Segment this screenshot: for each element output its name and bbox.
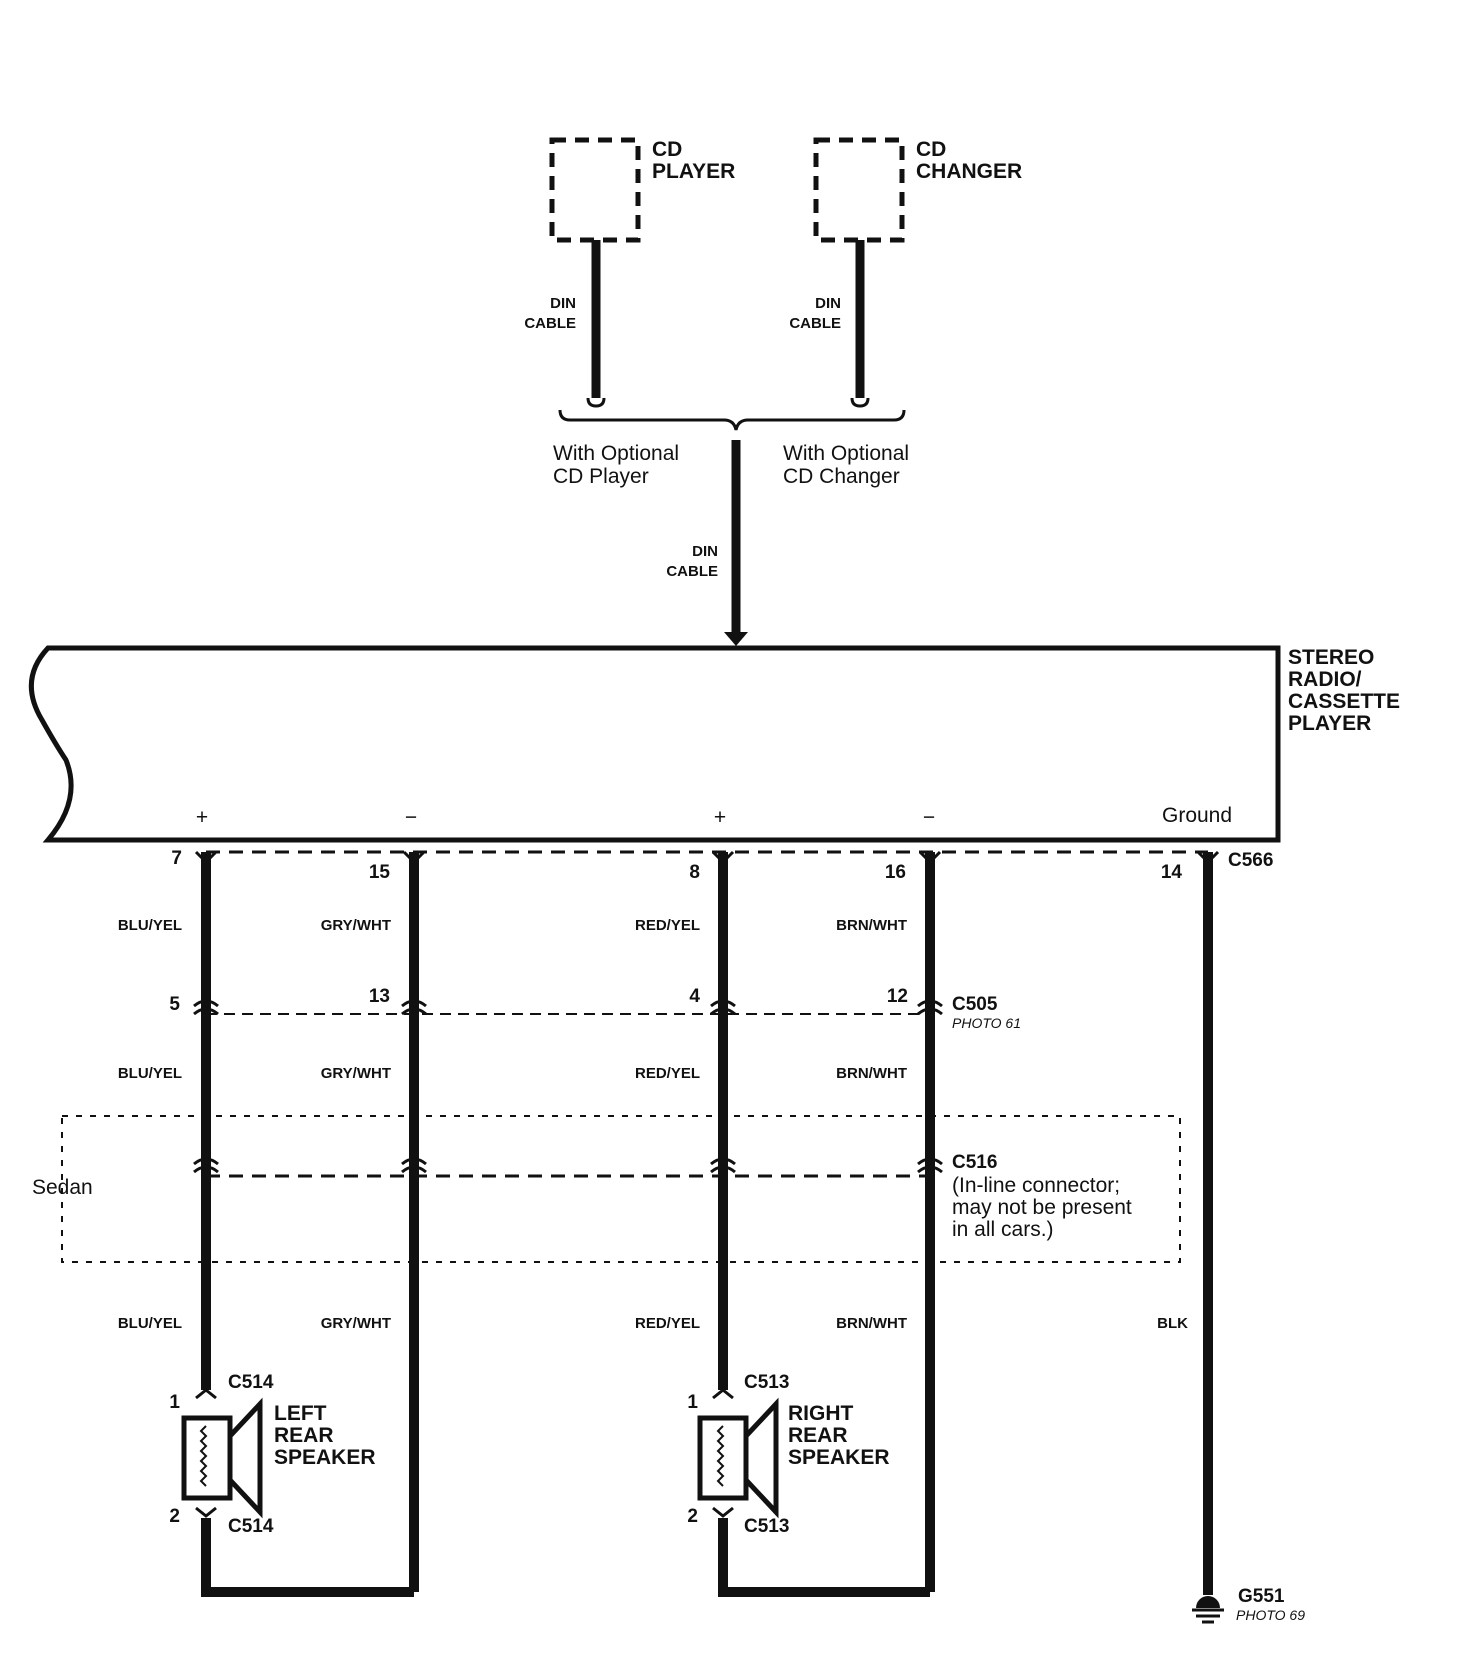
right-speaker-label-2: REAR (788, 1424, 848, 1447)
din-cable-label-3a: DIN (692, 543, 718, 560)
sedan-zone: Sedan (32, 1115, 1181, 1263)
wire-label-red-yel-1: RED/YEL (635, 917, 700, 934)
right-speaker-label-3: SPEAKER (788, 1446, 890, 1469)
connector-c514-bottom: C514 (228, 1516, 274, 1537)
cd-changer-label-1: CD (916, 138, 946, 161)
left-speaker-label-3: SPEAKER (274, 1446, 376, 1469)
din-cable-label-1b: CABLE (524, 315, 576, 332)
ground-g551: G551 PHOTO 69 (1192, 1586, 1305, 1624)
left-speaker-return (201, 1518, 414, 1597)
cd-changer-label-2: CHANGER (916, 160, 1022, 183)
ground-g551-label: G551 (1238, 1586, 1285, 1607)
wire-red-yel (711, 850, 735, 1390)
wire-label-gry-wht-1: GRY/WHT (321, 917, 391, 934)
wire-label-blu-yel-3: BLU/YEL (118, 1315, 182, 1332)
connector-c516-note-2: may not be present (952, 1196, 1132, 1219)
din-cable-cd-player: DIN CABLE (524, 240, 606, 408)
radio-label-2: RADIO/ (1288, 668, 1362, 691)
pin-16: 16 (885, 862, 906, 883)
wire-label-blu-yel-1: BLU/YEL (118, 917, 182, 934)
wire-label-gry-wht-2: GRY/WHT (321, 1065, 391, 1082)
connector-c566-label: C566 (1228, 850, 1273, 871)
wire-label-brn-wht-1: BRN/WHT (836, 917, 907, 934)
pin-13: 13 (369, 986, 390, 1007)
wire-label-brn-wht-2: BRN/WHT (836, 1065, 907, 1082)
din-cable-cd-changer: DIN CABLE (789, 240, 870, 408)
terminal-minus-right: − (923, 806, 935, 829)
cd-player: CD PLAYER (549, 137, 735, 243)
pin-5: 5 (169, 994, 180, 1015)
connector-c516-label: C516 (952, 1152, 997, 1173)
terminal-plus-left: + (196, 806, 208, 829)
left-speaker-pin-1: 1 (169, 1392, 180, 1413)
right-speaker-pin-2: 2 (687, 1506, 698, 1527)
pin-4: 4 (689, 986, 700, 1007)
wire-blk (1196, 850, 1220, 1595)
pin-12: 12 (887, 986, 908, 1007)
wire-label-gry-wht-3: GRY/WHT (321, 1315, 391, 1332)
connector-c513-top: C513 (744, 1372, 789, 1393)
pin-7: 7 (171, 848, 182, 869)
wire-label-red-yel-3: RED/YEL (635, 1315, 700, 1332)
connector-c505: 5 13 4 12 C505 PHOTO 61 (169, 986, 1021, 1031)
pin-8: 8 (689, 862, 700, 883)
left-speaker-pin-2: 2 (169, 1506, 180, 1527)
pin-14: 14 (1161, 862, 1183, 883)
connector-c505-photo: PHOTO 61 (952, 1015, 1021, 1031)
right-speaker-pin-1: 1 (687, 1392, 698, 1413)
right-rear-speaker: 1 2 C513 C513 RIGHT REAR SPEAKER (687, 1372, 889, 1537)
left-speaker-label-1: LEFT (274, 1402, 327, 1425)
pin-15: 15 (369, 862, 391, 883)
stereo-radio: STEREO RADIO/ CASSETTE PLAYER + − + − Gr… (28, 645, 1400, 843)
left-speaker-label-2: REAR (274, 1424, 334, 1447)
wire-label-red-yel-2: RED/YEL (635, 1065, 700, 1082)
terminal-minus-left: − (405, 806, 417, 829)
din-cable-main: DIN CABLE (666, 440, 748, 646)
wire-blu-yel (194, 850, 218, 1390)
option-cd-changer-1: With Optional (783, 442, 909, 465)
connector-c513-bottom: C513 (744, 1516, 789, 1537)
cd-changer: CD CHANGER (813, 137, 1022, 243)
connector-c516-note-3: in all cars.) (952, 1218, 1054, 1241)
terminal-ground: Ground (1162, 804, 1232, 827)
connector-c514-top: C514 (228, 1372, 274, 1393)
wire-label-blu-yel-2: BLU/YEL (118, 1065, 182, 1082)
right-speaker-label-1: RIGHT (788, 1402, 854, 1425)
connector-c516-note-1: (In-line connector; (952, 1174, 1120, 1197)
cd-player-label-2: PLAYER (652, 160, 735, 183)
radio-label-1: STEREO (1288, 646, 1374, 669)
din-cable-label-2a: DIN (815, 295, 841, 312)
wire-brn-wht (918, 850, 942, 1592)
option-cd-changer-2: CD Changer (783, 465, 900, 488)
left-rear-speaker: 1 2 C514 C514 LEFT REAR SPEAKER (169, 1372, 375, 1537)
option-bracket: With Optional CD Player With Optional CD… (553, 409, 909, 488)
radio-label-3: CASSETTE (1288, 690, 1400, 713)
wire-label-brn-wht-3: BRN/WHT (836, 1315, 907, 1332)
din-cable-label-1a: DIN (550, 295, 576, 312)
cd-player-label-1: CD (652, 138, 682, 161)
option-cd-player-1: With Optional (553, 442, 679, 465)
ground-g551-photo: PHOTO 69 (1236, 1607, 1305, 1623)
wire-label-blk: BLK (1157, 1315, 1188, 1332)
sedan-label: Sedan (32, 1176, 93, 1199)
din-cable-label-3b: CABLE (666, 563, 718, 580)
option-cd-player-2: CD Player (553, 465, 649, 488)
connector-c566: C566 7 15 8 16 14 (171, 848, 1273, 883)
din-cable-label-2b: CABLE (789, 315, 841, 332)
terminal-plus-right: + (714, 806, 726, 829)
right-speaker-return (718, 1518, 930, 1597)
connector-c505-label: C505 (952, 994, 998, 1015)
wire-gry-wht (402, 850, 426, 1592)
connector-c516: C516 (In-line connector; may not be pres… (193, 1152, 1132, 1241)
radio-label-4: PLAYER (1288, 712, 1371, 735)
